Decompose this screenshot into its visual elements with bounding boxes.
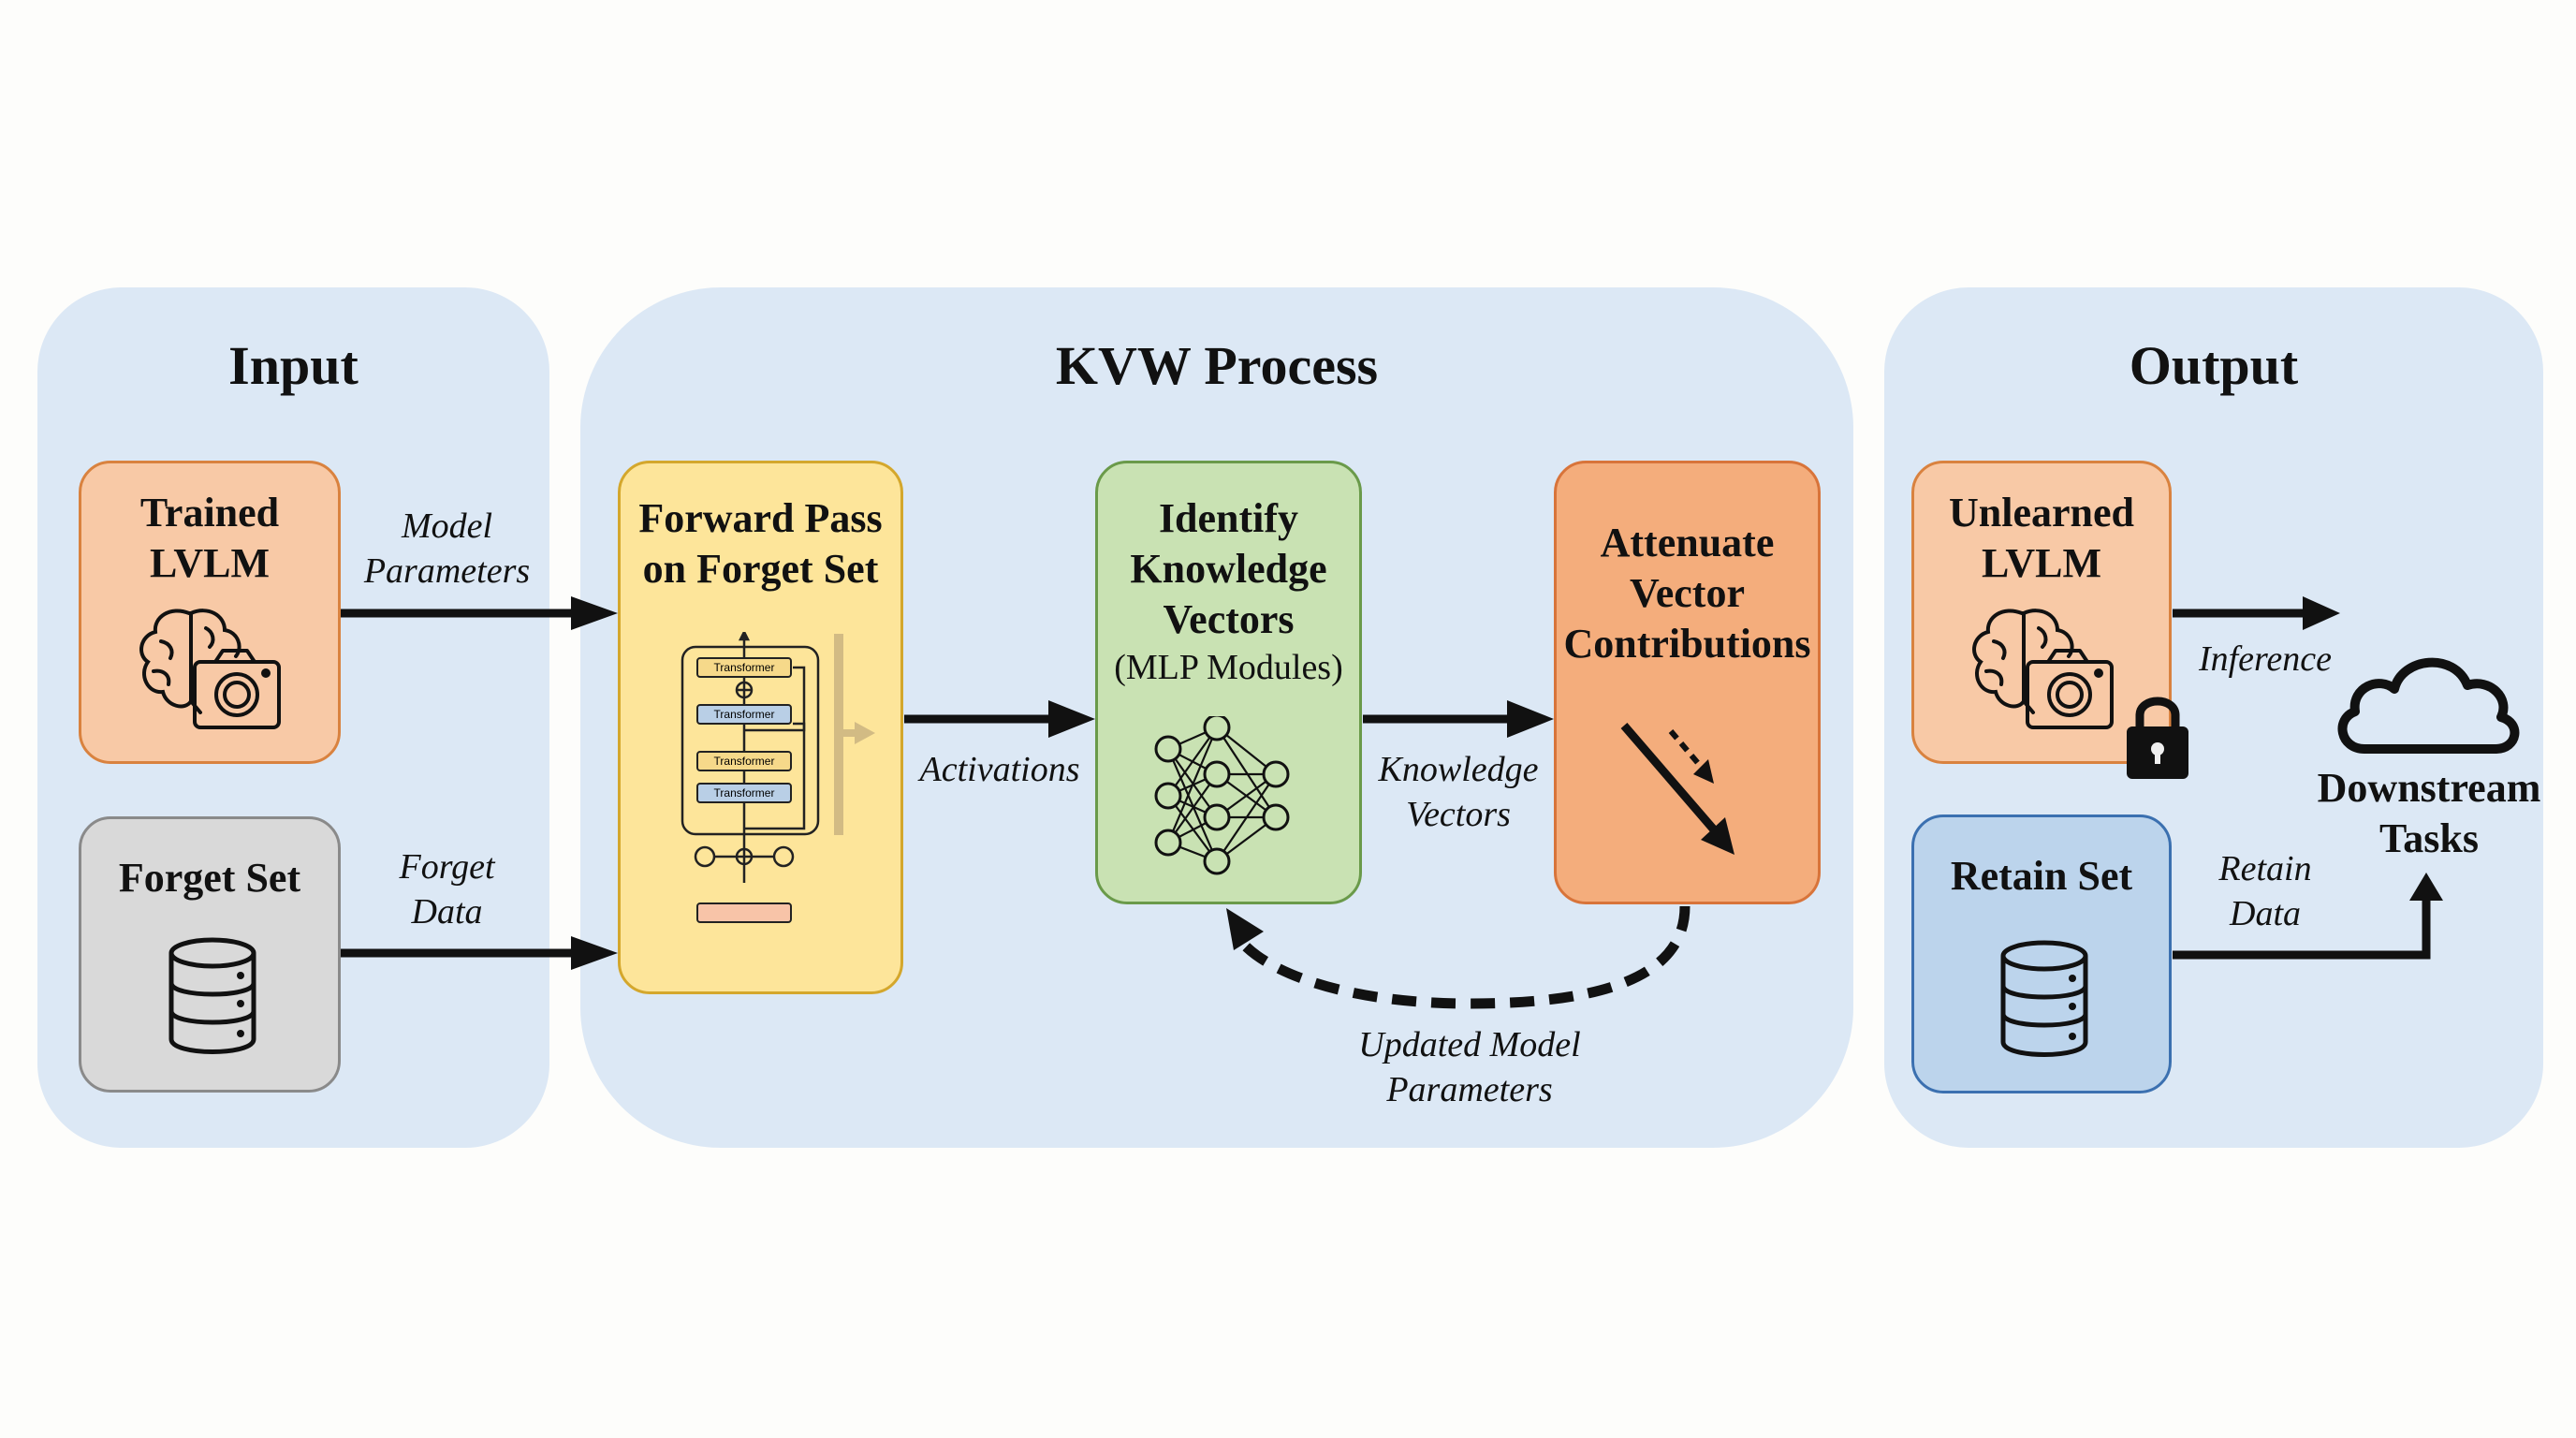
trained-lvlm-box: Trained LVLM bbox=[79, 461, 341, 764]
transformer-block-4: Transformer bbox=[696, 783, 792, 803]
trained-lvlm-title-line2: LVLM bbox=[150, 540, 270, 586]
neural-network-icon bbox=[1154, 716, 1290, 875]
downstream-tasks-title: Downstream Tasks bbox=[2303, 763, 2555, 864]
attenuate-arrows-icon bbox=[1620, 723, 1734, 855]
brain-camera-icon bbox=[139, 609, 281, 729]
brain-icon bbox=[139, 609, 242, 714]
label-activations: Activations bbox=[919, 750, 1080, 789]
downstream-title-line1: Downstream bbox=[2317, 765, 2541, 811]
identify-title-line2: Knowledge bbox=[1130, 546, 1327, 592]
lock-icon bbox=[2127, 697, 2188, 779]
attenuate-vector-contributions-box: Attenuate Vector Contributions bbox=[1554, 461, 1821, 904]
unlearned-lvlm-title-line2: LVLM bbox=[1982, 540, 2101, 586]
forward-pass-title-line2: on Forget Set bbox=[642, 546, 879, 592]
cloud-icon bbox=[2337, 657, 2520, 754]
downstream-title-line2: Tasks bbox=[2378, 815, 2480, 861]
transformer-block-1: Transformer bbox=[696, 657, 792, 678]
transformer-label-1: Transformer bbox=[714, 661, 775, 674]
label-retain-data: Retain Data bbox=[2218, 849, 2312, 933]
label-model-parameters: Model Parameters bbox=[363, 506, 531, 591]
forward-pass-box: Forward Pass on Forget Set Transformer T… bbox=[618, 461, 903, 994]
transformer-label-2: Transformer bbox=[714, 708, 775, 721]
identify-title-line3: Vectors bbox=[1163, 596, 1295, 642]
activation-tap-arrow bbox=[834, 634, 875, 835]
forget-set-title: Forget Set bbox=[118, 855, 301, 901]
embedding-block bbox=[696, 902, 792, 923]
forget-set-box: Forget Set bbox=[79, 816, 341, 1093]
trained-lvlm-title-line1: Trained bbox=[139, 490, 280, 536]
kvw-process-panel-title: KVW Process bbox=[1055, 335, 1379, 396]
output-panel-title: Output bbox=[2129, 335, 2299, 396]
identify-knowledge-vectors-box: Identify Knowledge Vectors (MLP Modules) bbox=[1095, 461, 1362, 904]
transformer-label-3: Transformer bbox=[714, 755, 775, 768]
label-updated-model-parameters: Updated Model Parameters bbox=[1358, 1025, 1581, 1109]
attenuate-title-line3: Contributions bbox=[1563, 621, 1811, 667]
camera-icon bbox=[2026, 649, 2114, 729]
transformer-stack-diagram: Transformer Transformer Transformer Tran… bbox=[681, 632, 875, 923]
database-icon bbox=[2000, 940, 2088, 1057]
brain-camera-icon bbox=[1972, 609, 2114, 729]
retain-set-title: Retain Set bbox=[1950, 853, 2133, 899]
attenuate-title-line2: Vector bbox=[1630, 570, 1745, 616]
transformer-block-2: Transformer bbox=[696, 704, 792, 725]
database-icon bbox=[168, 937, 256, 1054]
label-forget-data: Forget Data bbox=[399, 847, 495, 932]
retain-set-box: Retain Set bbox=[1911, 814, 2172, 1093]
identify-title-line1: Identify bbox=[1158, 495, 1299, 541]
attenuate-title-line1: Attenuate bbox=[1600, 520, 1775, 565]
unlearned-lvlm-box: Unlearned LVLM bbox=[1911, 461, 2172, 764]
brain-icon bbox=[1972, 609, 2074, 714]
label-inference: Inference bbox=[2198, 639, 2333, 679]
transformer-block-3: Transformer bbox=[696, 751, 792, 771]
identify-subtitle: (MLP Modules) bbox=[1114, 648, 1343, 687]
input-panel-title: Input bbox=[228, 335, 359, 396]
transformer-label-4: Transformer bbox=[714, 786, 775, 800]
label-knowledge-vectors: Knowledge Vectors bbox=[1378, 750, 1539, 834]
forward-pass-title-line1: Forward Pass bbox=[638, 495, 883, 541]
camera-icon bbox=[193, 649, 281, 729]
unlearned-lvlm-title-line1: Unlearned bbox=[1949, 490, 2134, 536]
